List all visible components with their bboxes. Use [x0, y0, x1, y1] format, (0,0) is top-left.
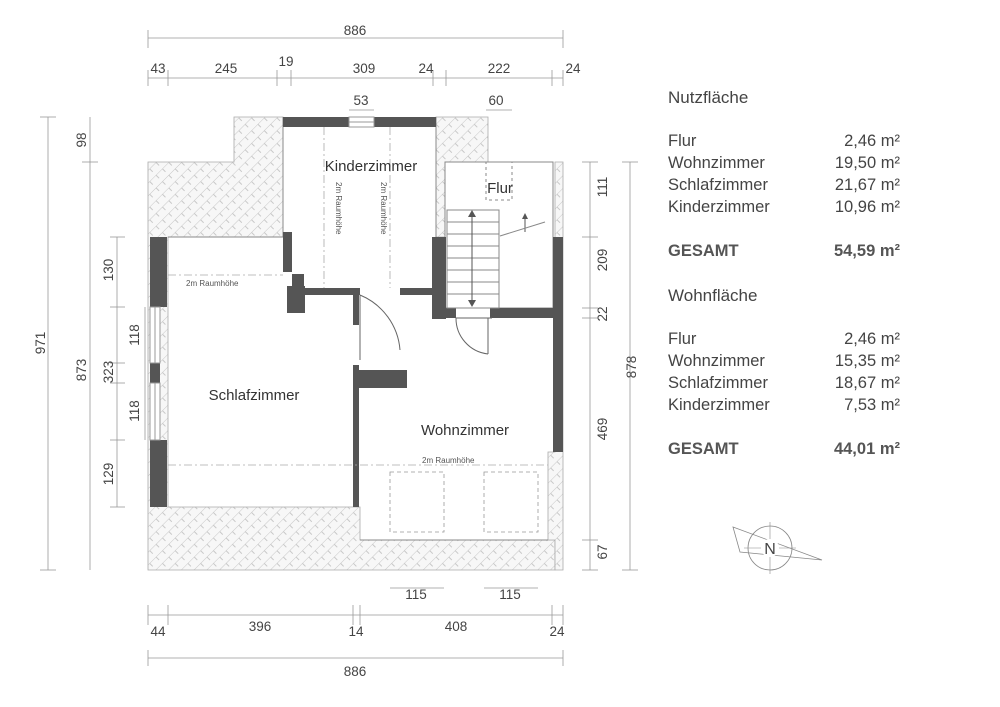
dim-right-seg-5: 67 — [595, 544, 610, 559]
dim-bottom-total: 886 — [344, 664, 367, 679]
room-label-kinderzimmer: Kinderzimmer — [325, 158, 418, 175]
wohnflaeche-total: GESAMT 44,01 m² — [668, 438, 900, 460]
total-value: 54,59 m² — [833, 242, 900, 260]
dim-top-total: 886 — [344, 23, 367, 38]
area-row: Flur 2,46 m² — [668, 130, 900, 152]
dim-right-total: 878 — [624, 356, 639, 379]
area-row-name: Flur — [668, 132, 697, 150]
room-label-schlafzimmer: Schlafzimmer — [209, 387, 300, 404]
room-label-flur: Flur — [487, 180, 513, 197]
dim-window-top-left: 53 — [353, 93, 368, 108]
area-row-name: Kinderzimmer — [668, 198, 770, 216]
area-row-name: Schlafzimmer — [668, 176, 768, 194]
dim-left-total: 971 — [33, 332, 48, 355]
dim-top-seg-1: 43 — [150, 61, 165, 76]
height-note-kinderzimmer-right: 2m Raumhöhe — [379, 182, 388, 235]
dim-top-seg-5: 24 — [418, 61, 434, 76]
wohnflaeche-title: Wohnfläche — [668, 286, 758, 305]
dim-left-top: 98 — [74, 132, 89, 147]
solid-walls — [150, 117, 563, 507]
dim-left-seg-3: 323 — [101, 361, 116, 384]
doors — [359, 294, 492, 360]
dimension-lines — [40, 30, 638, 666]
dim-left-seg-4: 118 — [127, 400, 142, 422]
height-note-kinderzimmer-left: 2m Raumhöhe — [334, 182, 343, 235]
area-row: Kinderzimmer 7,53 m² — [668, 394, 900, 416]
area-row-value: 21,67 m² — [834, 176, 900, 194]
area-row-value: 2,46 m² — [844, 330, 900, 348]
dim-right-seg-3: 22 — [595, 306, 610, 321]
staircase — [446, 161, 546, 309]
area-row-name: Schlafzimmer — [668, 374, 768, 392]
area-row-name: Wohnzimmer — [668, 352, 765, 370]
dim-right-seg-2: 209 — [595, 249, 610, 272]
dim-top-seg-4: 309 — [353, 61, 376, 76]
area-row-value: 10,96 m² — [834, 198, 900, 216]
area-row-value: 15,35 m² — [834, 352, 900, 370]
dim-top-seg-3: 19 — [278, 54, 293, 69]
height-note-wohnzimmer: 2m Raumhöhe — [422, 456, 475, 465]
height-note-schlafzimmer: 2m Raumhöhe — [186, 279, 239, 288]
area-row-name: Kinderzimmer — [668, 396, 770, 414]
area-row-value: 19,50 m² — [834, 154, 900, 172]
dim-bottom-window-2: 115 — [499, 587, 521, 602]
total-label: GESAMT — [668, 242, 739, 260]
area-row-value: 18,67 m² — [834, 374, 900, 392]
area-row: Flur 2,46 m² — [668, 328, 900, 350]
area-row: Wohnzimmer 19,50 m² — [668, 152, 900, 174]
area-row: Schlafzimmer 18,67 m² — [668, 372, 900, 394]
north-label: N — [764, 541, 776, 558]
dim-top-seg-6: 222 — [488, 61, 511, 76]
skylights — [389, 471, 539, 533]
dim-bottom-seg-5: 24 — [549, 624, 565, 639]
total-value: 44,01 m² — [833, 440, 900, 458]
area-summary: Nutzfläche Flur 2,46 m² Wohnzimmer 19,50… — [668, 88, 900, 460]
dim-top-seg-7: 24 — [565, 61, 581, 76]
area-row-name: Wohnzimmer — [668, 154, 765, 172]
nutzflaeche-total: GESAMT 54,59 m² — [668, 240, 900, 262]
area-row: Kinderzimmer 10,96 m² — [668, 196, 900, 218]
dim-right-seg-4: 469 — [595, 418, 610, 441]
total-label: GESAMT — [668, 440, 739, 458]
area-row: Schlafzimmer 21,67 m² — [668, 174, 900, 196]
nutzflaeche-title: Nutzfläche — [668, 88, 749, 107]
north-compass-icon: N — [732, 522, 823, 574]
dim-right-seg-1: 111 — [595, 177, 610, 198]
dim-bottom-seg-1: 44 — [150, 624, 166, 639]
windows — [149, 116, 375, 441]
area-row: Wohnzimmer 15,35 m² — [668, 350, 900, 372]
dim-left-seg-5: 129 — [101, 463, 116, 486]
dim-left-seg-2: 118 — [127, 324, 142, 346]
dim-left-inner: 873 — [74, 359, 89, 382]
height-lines — [168, 127, 548, 466]
dim-bottom-seg-4: 408 — [445, 619, 468, 634]
nutzflaeche-section: Nutzfläche Flur 2,46 m² Wohnzimmer 19,50… — [668, 88, 900, 262]
room-label-wohnzimmer: Wohnzimmer — [421, 422, 509, 439]
area-row-value: 2,46 m² — [844, 132, 900, 150]
area-row-value: 7,53 m² — [844, 396, 900, 414]
dim-window-top-right: 60 — [488, 93, 503, 108]
dim-bottom-window-1: 115 — [405, 587, 427, 602]
dim-bottom-seg-3: 14 — [348, 624, 364, 639]
wohnflaeche-section: Wohnfläche Flur 2,46 m² Wohnzimmer 15,35… — [668, 286, 900, 460]
area-row-name: Flur — [668, 330, 697, 348]
dim-top-seg-2: 245 — [215, 61, 238, 76]
dim-left-seg-1: 130 — [101, 259, 116, 282]
dim-bottom-seg-2: 396 — [249, 619, 272, 634]
